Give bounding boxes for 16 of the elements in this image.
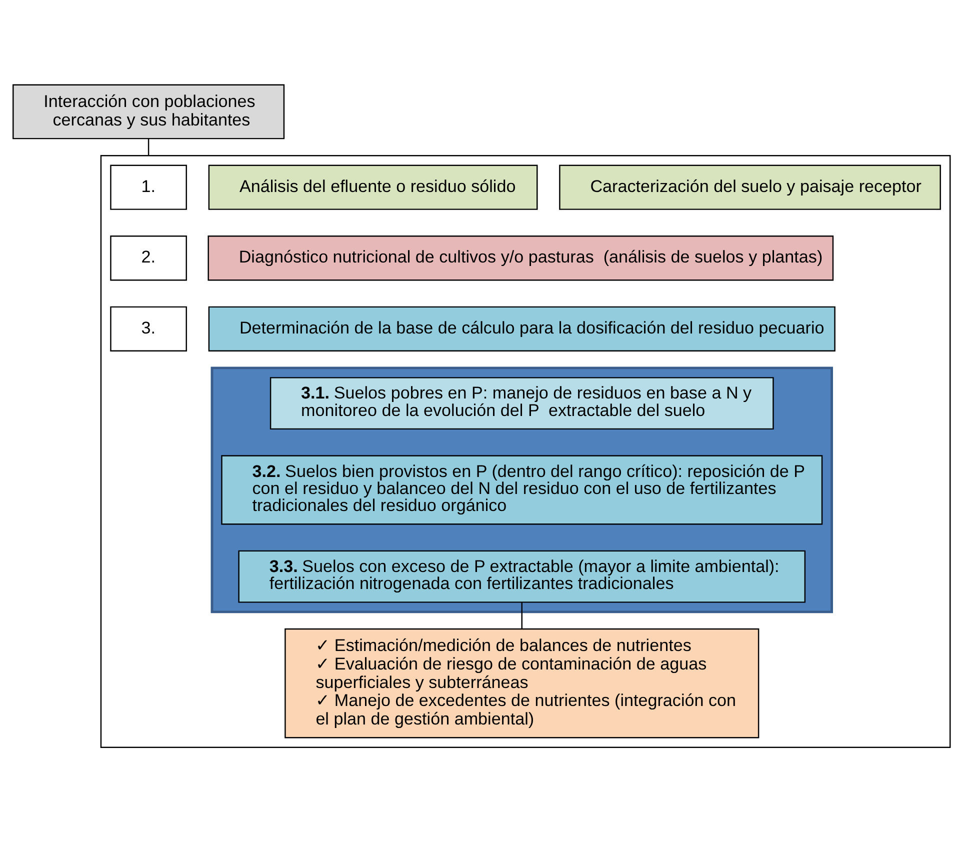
- node-box: 3.: [110, 306, 187, 351]
- connector: [521, 602, 522, 628]
- node-box: Análisis del efluente o residuo sólido: [208, 164, 538, 210]
- node-box: 1.: [110, 164, 187, 210]
- node-box: 3.3. Suelos con exceso de P extractable (mayor a limite ambiental): fertilización nitrogenada con fertilizantes tradicionales: [238, 550, 806, 602]
- node-box: ✓ Estimación/medición de balances de nutrientes ✓ Evaluación de riesgo de contaminación de aguas superficiales y subterráneas ✓ Manejo de excedentes de nutrientes (integración con el plan de gestión ambiental): [284, 628, 760, 738]
- node-box: Determinación de la base de cálculo para la dosificación del residuo pecuario: [208, 306, 836, 351]
- cluster: [210, 366, 833, 613]
- node-box: Diagnóstico nutricional de cultivos y/o pasturas (análisis de suelos y plantas): [208, 235, 834, 280]
- node-box: 2.: [110, 235, 187, 280]
- node-box: Interacción con poblaciones cercanas y sus habitantes: [12, 84, 285, 139]
- cluster: [100, 154, 951, 748]
- node-box: 3.1. Suelos pobres en P: manejo de residuos en base a N y monitoreo de la evolución del P extractable del suelo: [270, 376, 774, 430]
- connector: [148, 138, 150, 156]
- node-box: 3.2. Suelos bien provistos en P (dentro del rango crítico): reposición de P con el residuo y balanceo del N del residuo con el uso de fertilizantes tradicionales del residuo orgánico: [221, 454, 823, 524]
- node-box: Caracterización del suelo y paisaje receptor: [559, 164, 941, 210]
